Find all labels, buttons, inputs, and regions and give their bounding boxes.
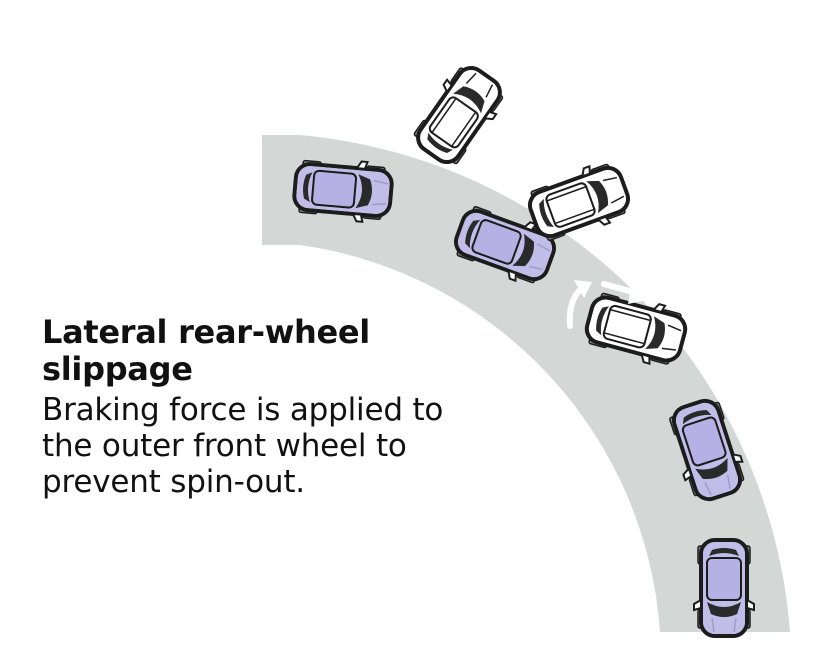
car-controlled-icon: [290, 153, 396, 227]
car-controlled-icon: [447, 198, 563, 292]
caption-title: Lateral rear-wheel slippage: [42, 313, 370, 388]
car-controlled-icon: [661, 393, 753, 507]
curved-road: [262, 135, 790, 632]
yaw-rotation-arrow-icon: [566, 280, 592, 329]
caption-description: Braking force is applied to the outer fr…: [42, 392, 444, 500]
braking-direction-arrow-icon: [601, 281, 656, 304]
caption: Lateral rear-wheel slippage Braking forc…: [42, 313, 482, 501]
car-controlled-icon: [692, 538, 756, 638]
car-uncontrolled-icon: [404, 56, 514, 174]
car-uncontrolled-icon: [521, 155, 637, 249]
